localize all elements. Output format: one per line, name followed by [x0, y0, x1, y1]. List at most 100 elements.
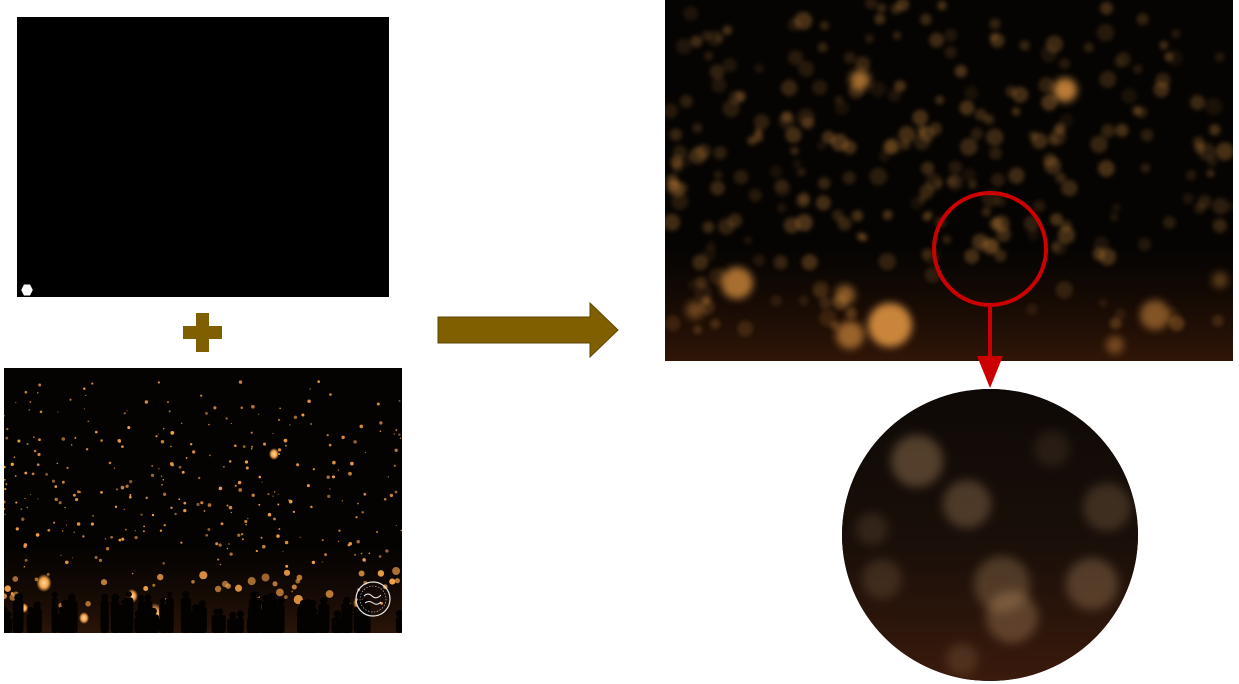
lantern: [205, 533, 209, 537]
lantern: [375, 530, 379, 534]
lantern: [94, 556, 98, 559]
lantern: [92, 515, 94, 517]
lantern: [255, 549, 258, 553]
bokeh-disc: [885, 137, 902, 155]
lantern: [247, 517, 249, 520]
crowd-head: [229, 611, 237, 619]
lantern: [129, 494, 132, 496]
lantern: [395, 428, 398, 431]
lantern: [85, 601, 91, 607]
bokeh-disc-zoomed: [1099, 641, 1135, 677]
zoomed-bokeh: [842, 389, 1138, 681]
crowd-head: [144, 594, 152, 601]
lantern: [151, 464, 154, 467]
lantern: [332, 475, 335, 479]
bokeh-disc: [1115, 123, 1129, 137]
bokeh-disc: [722, 25, 733, 36]
lantern: [4, 585, 11, 592]
crowd-head: [299, 600, 307, 607]
lantern: [217, 558, 220, 561]
bokeh-disc: [894, 80, 906, 92]
crowd-silhouette: [396, 616, 402, 633]
bokeh-disc: [983, 113, 995, 125]
lantern: [180, 541, 183, 544]
lantern: [157, 573, 164, 581]
lantern: [324, 553, 328, 557]
bokeh-disc: [707, 30, 723, 46]
lantern: [329, 488, 331, 490]
bokeh-disc: [787, 18, 801, 31]
bokeh-disc: [752, 254, 765, 267]
bokeh-disc: [1212, 198, 1229, 215]
bokeh-disc: [666, 173, 679, 186]
bokeh-disc: [870, 81, 886, 97]
bokeh-disc: [797, 108, 815, 127]
bokeh-disc: [1061, 179, 1078, 197]
lantern: [126, 410, 128, 412]
lantern: [241, 538, 244, 541]
lantern: [4, 593, 7, 600]
bokeh-disc: [1194, 202, 1205, 214]
bokeh-disc-zoomed: [862, 559, 902, 599]
zoom-view: [842, 389, 1138, 681]
bokeh-disc: [989, 32, 999, 42]
crowd-head: [333, 610, 342, 618]
lantern: [219, 563, 222, 566]
bokeh-disc: [878, 252, 896, 271]
bokeh-disc: [817, 141, 826, 151]
bokeh-disc: [1215, 142, 1233, 161]
crowd-silhouette: [342, 603, 350, 633]
lantern: [36, 463, 40, 467]
crowd-head: [16, 592, 23, 600]
lantern: [54, 497, 58, 502]
bokeh-disc: [890, 3, 902, 15]
bokeh-disc: [1005, 85, 1017, 97]
lantern: [282, 551, 284, 553]
lantern: [66, 466, 69, 469]
lantern: [278, 528, 281, 530]
lantern: [196, 502, 200, 507]
bokeh-disc: [818, 177, 831, 190]
lantern: [24, 497, 26, 500]
bokeh-disc: [1140, 128, 1154, 142]
lantern: [69, 398, 72, 401]
lantern: [140, 513, 143, 516]
lantern: [272, 495, 274, 497]
lantern: [74, 436, 77, 439]
lantern: [76, 522, 81, 526]
lantern: [37, 452, 41, 457]
bokeh-disc: [713, 170, 723, 180]
lantern: [383, 497, 387, 501]
bokeh-disc: [919, 184, 934, 199]
lantern: [288, 499, 293, 504]
bokeh-disc: [834, 95, 843, 104]
crowd-head: [182, 591, 190, 598]
lantern: [317, 380, 321, 383]
lantern: [91, 382, 94, 385]
lantern: [398, 399, 401, 402]
crowd-head: [308, 599, 317, 608]
lantern: [61, 480, 65, 484]
lantern: [341, 500, 344, 502]
crowd-silhouette: [318, 603, 330, 633]
lantern: [85, 394, 87, 396]
lantern: [56, 462, 59, 465]
lantern: [5, 436, 9, 440]
lantern: [230, 511, 232, 514]
bokeh-disc: [837, 216, 852, 231]
lantern: [90, 522, 94, 526]
bokeh-disc: [1033, 200, 1046, 213]
bokeh-disc: [798, 60, 815, 77]
lantern: [57, 411, 59, 413]
lantern: [24, 390, 28, 394]
lantern: [277, 493, 279, 495]
lantern: [258, 475, 262, 479]
lantern-large: [36, 574, 52, 592]
lantern: [244, 519, 248, 524]
bokeh-disc: [821, 130, 836, 144]
bokeh-disc: [855, 56, 871, 72]
lantern: [54, 485, 58, 488]
crowd-head: [111, 593, 120, 602]
lantern: [61, 437, 66, 441]
crowd-head: [51, 591, 58, 598]
